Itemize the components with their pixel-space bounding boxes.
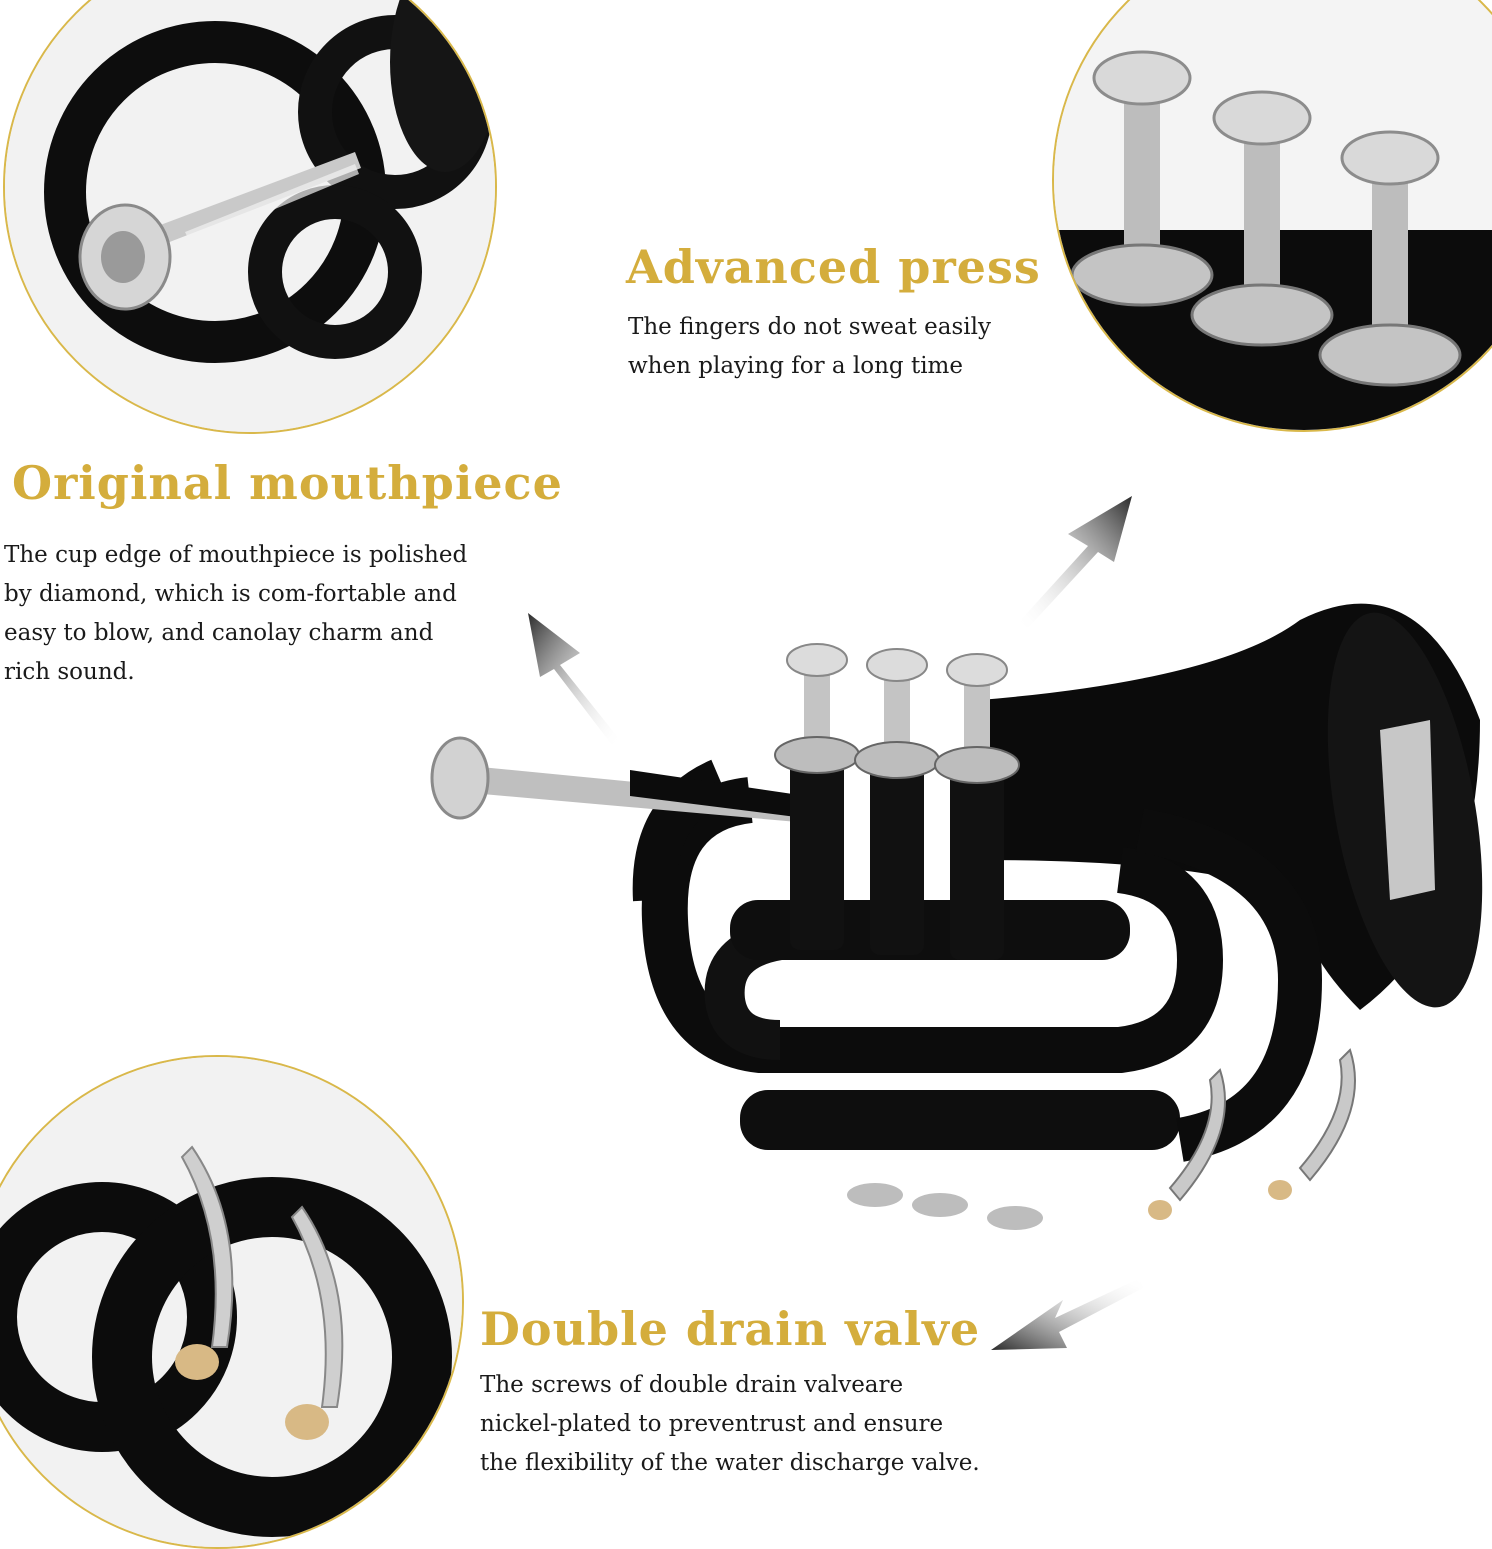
original-mouthpiece-description: The cup edge of mouthpiece is polished b… — [4, 536, 504, 692]
double-drain-valve-line-1: The screws of double drain valveare — [480, 1372, 904, 1398]
original-mouthpiece-title: Original mouthpiece — [12, 456, 563, 510]
double-drain-valve-title: Double drain valve — [480, 1302, 981, 1356]
pocket-trumpet-product-image — [430, 603, 1483, 1230]
advanced-press-description: The fingers do not sweat easily when pla… — [628, 308, 1058, 386]
valve-buttons-detail-image — [1052, 0, 1492, 432]
original-mouthpiece-line-3: easy to blow, and canolay charm and — [4, 620, 434, 646]
advanced-press-title: Advanced press — [626, 240, 1041, 294]
double-drain-valve-description: The screws of double drain valveare nick… — [480, 1366, 1040, 1483]
mouthpiece-detail-image — [3, 0, 497, 434]
advanced-press-line-1: The fingers do not sweat easily — [628, 314, 991, 340]
drain-valve-detail-image — [0, 1055, 464, 1549]
original-mouthpiece-line-4: rich sound. — [4, 659, 135, 685]
double-drain-valve-line-2: nickel-plated to preventrust and ensure — [480, 1411, 944, 1437]
original-mouthpiece-line-1: The cup edge of mouthpiece is polished — [4, 542, 468, 568]
advanced-press-line-2: when playing for a long time — [628, 353, 963, 379]
double-drain-valve-line-3: the flexibility of the water discharge v… — [480, 1450, 980, 1476]
original-mouthpiece-line-2: by diamond, which is com-fortable and — [4, 581, 457, 607]
arrow-to-valves-icon — [1018, 496, 1132, 628]
arrow-to-drain-valve-icon — [991, 1278, 1143, 1350]
arrow-to-mouthpiece-icon — [528, 613, 620, 745]
